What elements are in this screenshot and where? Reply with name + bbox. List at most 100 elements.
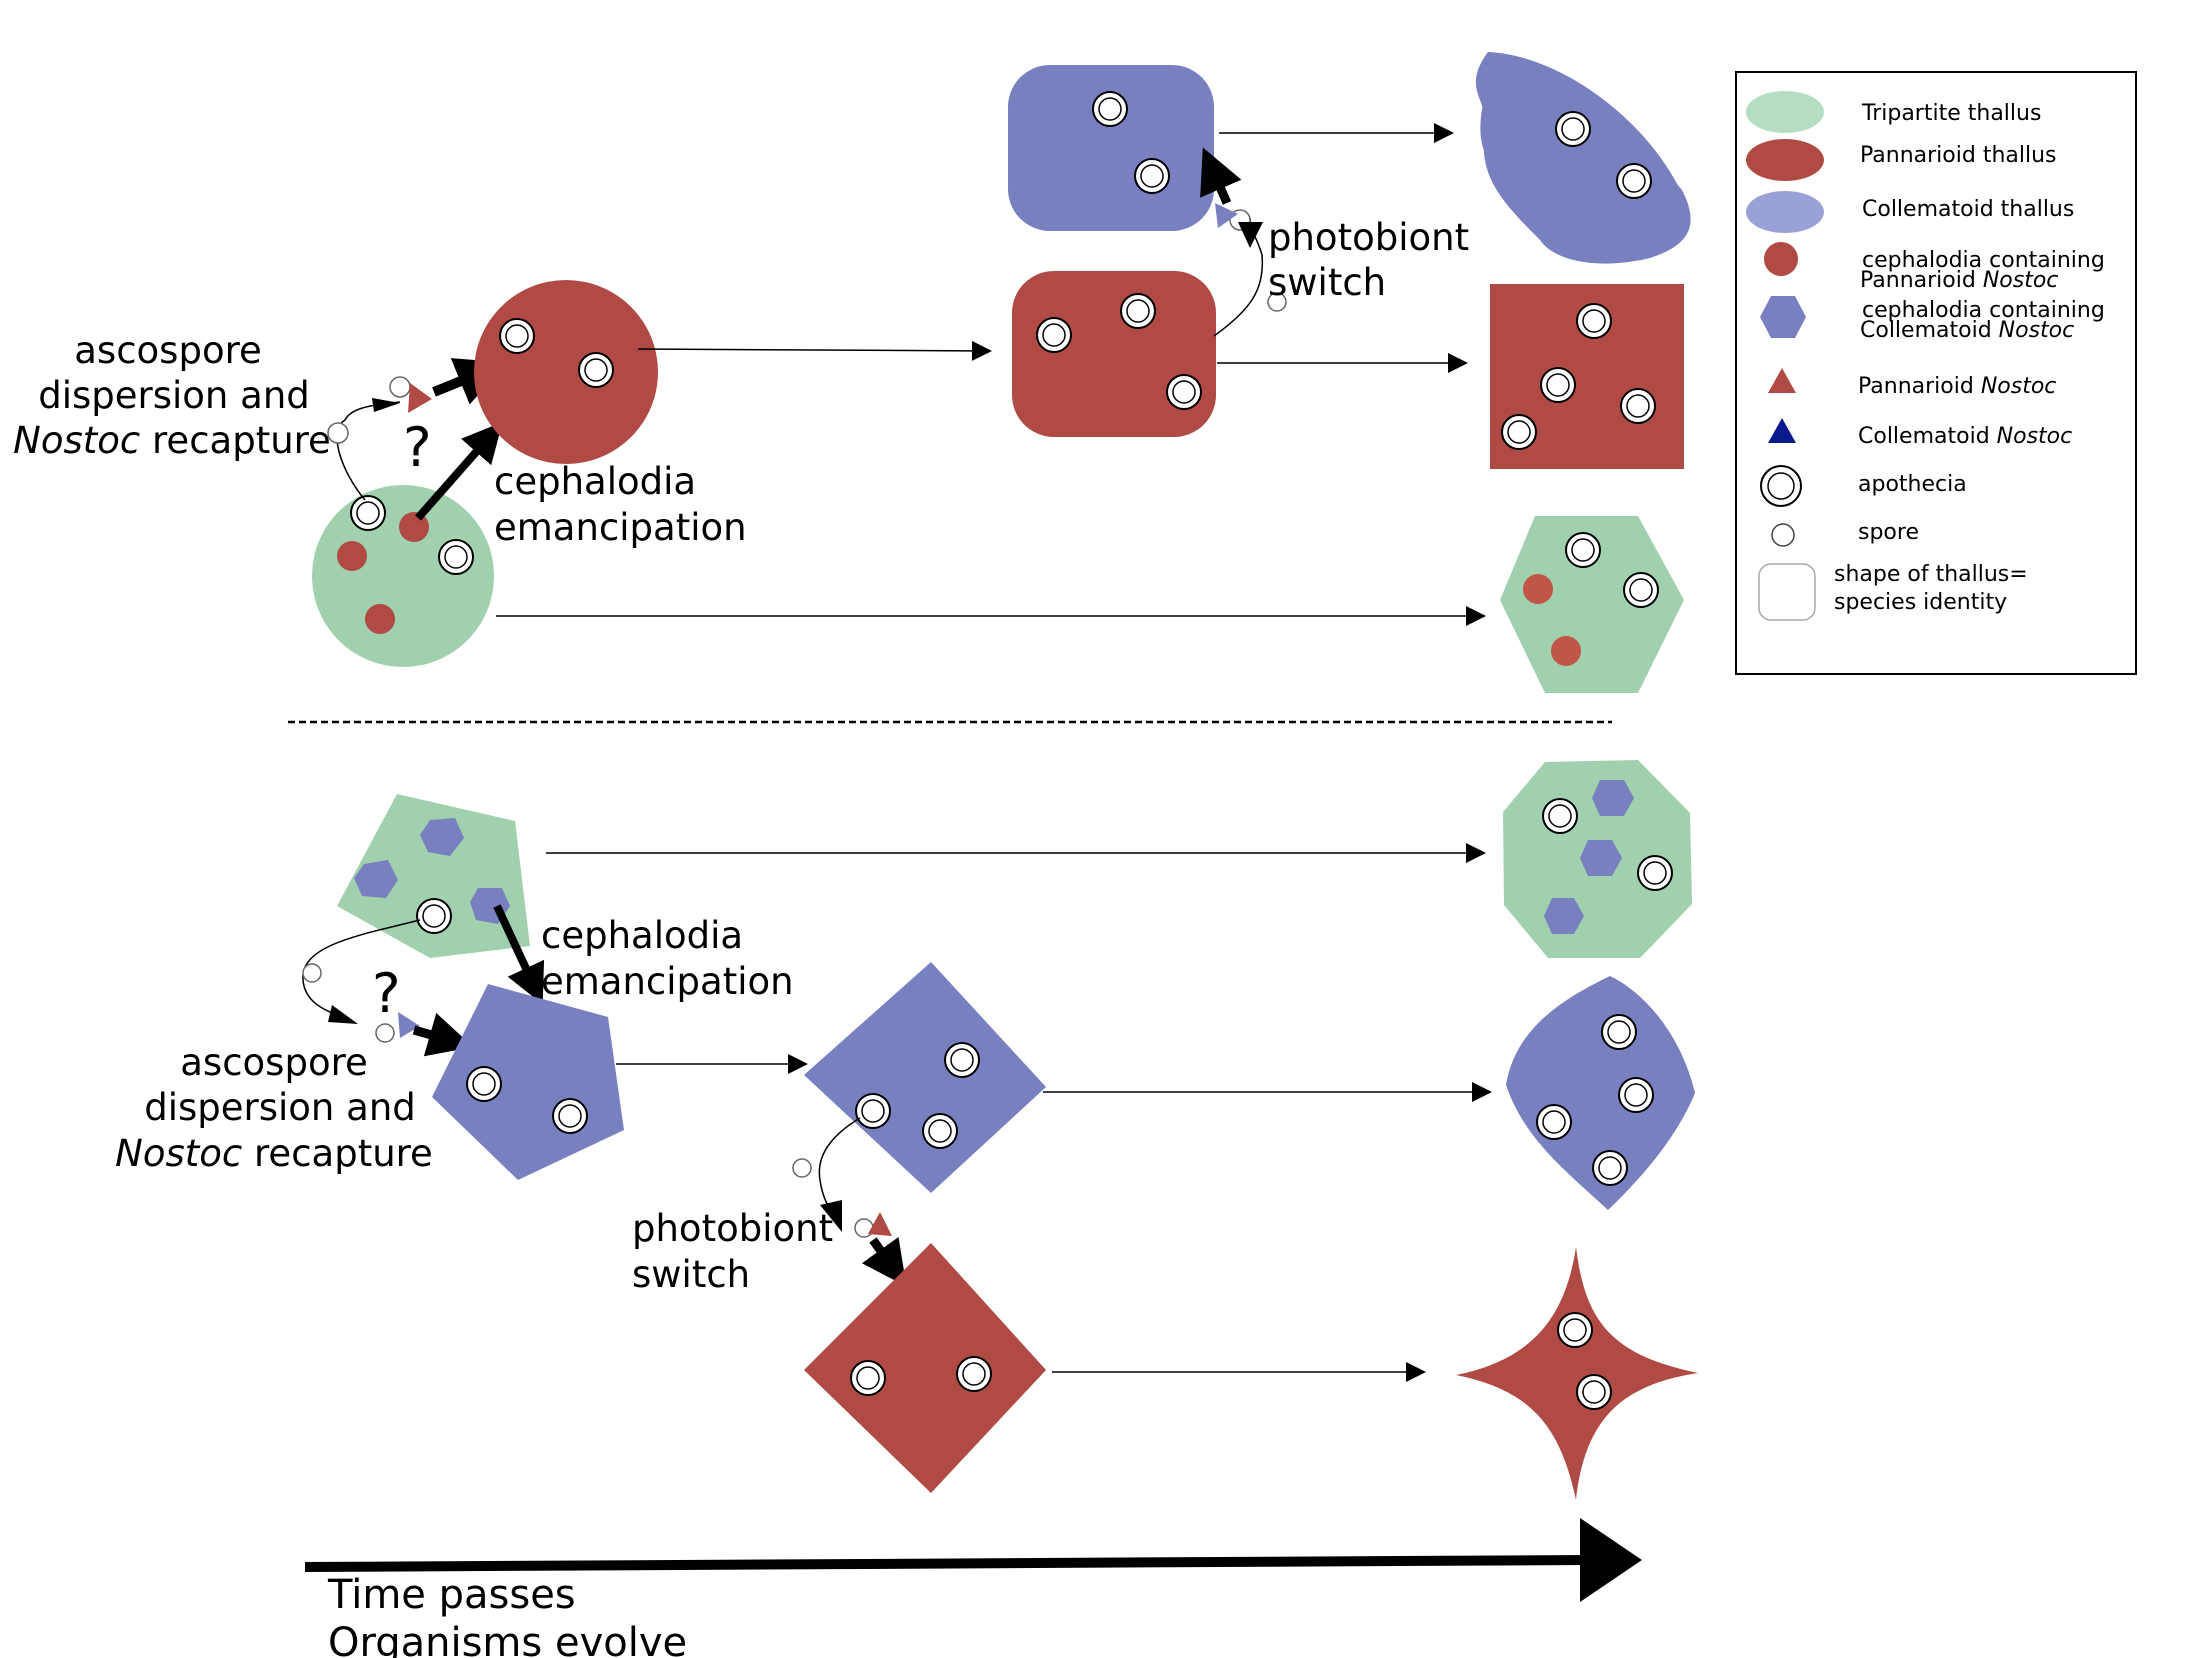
pannarioid-nostoc-triangle — [868, 1212, 892, 1236]
apothecium — [1501, 414, 1537, 450]
ascospore-label-line2: dispersion and — [144, 1086, 416, 1129]
legend-swatch-cephalodia-collematoid — [1760, 296, 1806, 338]
legend-label-collematoid: Collematoid thallus — [1862, 197, 2074, 222]
question-mark: ? — [403, 416, 432, 479]
apothecium — [855, 1093, 891, 1129]
apothecium — [1036, 317, 1072, 353]
question-mark: ? — [372, 962, 401, 1025]
apothecium — [850, 1360, 886, 1396]
apothecium — [1557, 1312, 1593, 1348]
timeline: Time passes Organisms evolve — [305, 1518, 1642, 1658]
collematoid-nostoc-triangle — [398, 1012, 420, 1038]
apothecium — [1134, 158, 1170, 194]
apothecium — [1542, 798, 1578, 834]
pannarioid-thallus-circle — [474, 280, 658, 464]
spore-dispersal-arrowhead — [372, 398, 400, 412]
spore-dispersal-path — [336, 401, 401, 501]
cephalodium-collematoid — [1580, 840, 1622, 876]
photobiont-switch-arrowhead — [820, 1200, 842, 1232]
apothecium — [1092, 91, 1128, 127]
apothecium — [1565, 532, 1601, 568]
ascospore-label-line1: ascospore — [74, 329, 262, 372]
cephalodium-pannarioid — [337, 541, 367, 571]
legend-label-pan-nostoc: Pannarioid Nostoc — [1858, 374, 2056, 399]
spore — [389, 376, 411, 398]
apothecium — [1616, 163, 1652, 199]
legend-label-col-nostoc: Collematoid Nostoc — [1858, 424, 2072, 449]
apothecium — [438, 539, 474, 575]
spore — [327, 422, 349, 444]
tripartite-thallus-hexagon — [1500, 516, 1684, 693]
spore — [792, 1158, 812, 1178]
legend-label-ceph-pan-line1: cephalodia containing — [1862, 248, 2105, 273]
cephalodium-collematoid — [420, 818, 464, 856]
legend-label-ceph-col-line1: cephalodia containing — [1862, 298, 2105, 323]
apothecium — [416, 898, 452, 934]
legend-label-ceph-col-line2: Collematoid Nostoc — [1860, 318, 2074, 343]
apothecium — [1120, 293, 1156, 329]
collematoid-nostoc-triangle — [1215, 203, 1238, 228]
apothecium — [1555, 111, 1591, 147]
legend-label-pannarioid: Pannarioid thallus — [1860, 143, 2057, 168]
legend-swatch-tripartite — [1746, 91, 1824, 133]
apothecium — [1601, 1014, 1637, 1050]
legend-swatch-apothecia — [1760, 465, 1802, 507]
legend-label-spore: spore — [1858, 520, 1919, 545]
tripartite-thallus-circle — [312, 485, 494, 667]
spore — [1267, 292, 1287, 312]
cephalodia-label-line1: cephalodia — [541, 914, 743, 957]
legend-swatch-spore — [1771, 523, 1795, 547]
time-arrow — [637, 340, 992, 361]
collematoid-thallus-shield — [1506, 976, 1695, 1210]
bottom-section: ? — [115, 760, 1698, 1500]
legend-swatch-collematoid — [1746, 191, 1824, 233]
cephalodia-label-line2: emancipation — [494, 506, 747, 549]
ascospore-label-line3: Nostoc recapture — [115, 1132, 433, 1175]
spore-dispersal-arrowhead — [328, 1005, 358, 1024]
recapture-bold-arrow — [412, 1012, 474, 1057]
timeline-arrow-shaft — [305, 1555, 1590, 1572]
timeline-label-line1: Time passes — [327, 1572, 576, 1618]
cephalodia-label-line2: emancipation — [541, 960, 794, 1003]
apothecium — [1166, 374, 1202, 410]
apothecium — [1540, 367, 1576, 403]
apothecium — [1618, 1077, 1654, 1113]
cephalodia-emancipation-bold-arrow — [414, 421, 503, 521]
switch-bold-arrow — [1200, 147, 1242, 205]
legend-swatch-collematoid-nostoc — [1768, 418, 1796, 443]
collematoid-thallus-final — [1480, 52, 1686, 260]
ascospore-label-line3: Nostoc recapture — [13, 419, 331, 462]
photobiont-switch-arrowhead — [1238, 222, 1263, 248]
photobiont-label-line1: photobiont — [1268, 216, 1469, 259]
ascospore-label-line2: dispersion and — [38, 374, 310, 417]
cephalodia-label-line1: cephalodia — [494, 460, 696, 503]
photobiont-label-line2: switch — [1268, 261, 1386, 304]
legend-label-ceph-pan-line2: Pannarioid Nostoc — [1860, 268, 2058, 293]
photobiont-label-line1: photobiont — [632, 1207, 833, 1250]
apothecium — [922, 1113, 958, 1149]
legend-swatch-cephalodia-pannarioid — [1764, 242, 1798, 276]
legend-label-tripartite: Tripartite thallus — [1861, 101, 2041, 126]
switch-bold-arrow — [861, 1236, 907, 1287]
pannarioid-thallus-star — [1456, 1247, 1698, 1500]
legend-swatch-pannarioid-nostoc — [1768, 368, 1796, 393]
pannarioid-thallus-rounded-rect — [1012, 271, 1216, 437]
legend-swatch-pannarioid — [1746, 139, 1824, 181]
apothecium — [1620, 388, 1656, 424]
cephalodium-pannarioid — [365, 604, 395, 634]
apothecium — [1536, 1104, 1572, 1140]
apothecium — [1576, 1374, 1612, 1410]
pannarioid-nostoc-triangle — [408, 383, 432, 413]
legend-swatch-shape — [1758, 563, 1816, 621]
collematoid-thallus-diamond — [804, 962, 1046, 1193]
apothecium — [499, 318, 535, 354]
apothecium — [466, 1066, 502, 1102]
apothecium — [1592, 1150, 1628, 1186]
collematoid-thallus-rounded-rect — [1008, 65, 1214, 231]
timeline-label-line2: Organisms evolve — [328, 1620, 687, 1658]
cephalodium-pannarioid — [1523, 574, 1553, 604]
apothecium — [1576, 303, 1612, 339]
apothecium — [350, 495, 386, 531]
apothecium — [956, 1356, 992, 1392]
